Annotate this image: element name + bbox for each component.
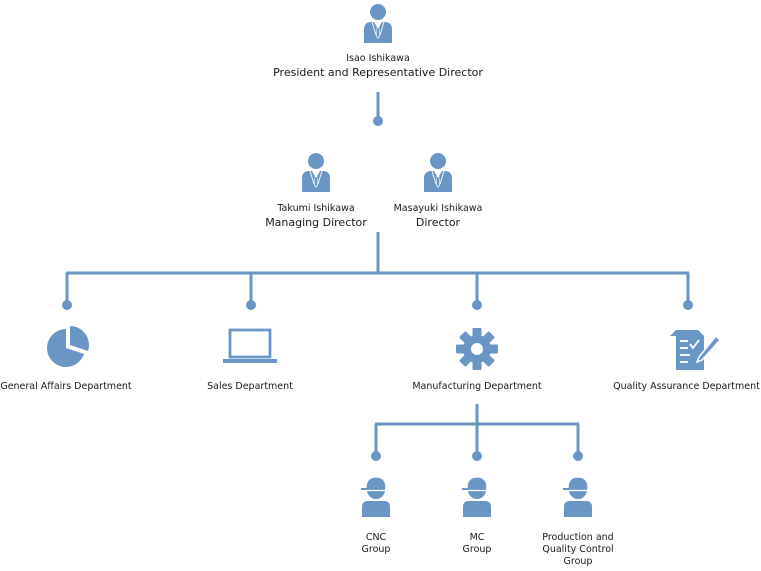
cnc-group-label: CNC Group <box>326 532 426 556</box>
connector-lines <box>65 92 690 455</box>
sales-department-label: Sales Department <box>207 381 293 392</box>
president-name: Isao Ishikawa <box>346 53 410 64</box>
gear-icon <box>456 328 498 370</box>
president-person-icon <box>363 3 393 44</box>
laptop-icon <box>223 328 277 363</box>
director-name: Masayuki Ishikawa <box>393 203 483 214</box>
mc-group-label: MC Group <box>427 532 527 556</box>
connector-dots <box>62 116 693 461</box>
cnc-group-person-icon <box>360 477 391 518</box>
president-title: President and Representative Director <box>273 66 483 79</box>
director-person-icon <box>423 152 453 193</box>
director-title: Director <box>415 216 461 229</box>
pqc-group-person-icon <box>562 477 593 518</box>
mc-group-label-line1: MC <box>469 532 485 543</box>
document-pen-icon <box>670 330 721 370</box>
managing-director-person-icon <box>301 152 331 193</box>
pqc-group-label-line2: Quality Control <box>542 543 614 555</box>
mc-group-person-icon <box>461 477 492 518</box>
pqc-group-label-line1: Production and <box>542 532 614 543</box>
cnc-group-label-line1: CNC <box>365 532 387 543</box>
pie-chart-icon <box>46 326 89 367</box>
cnc-group-label-line2: Group <box>361 543 391 555</box>
general-affairs-department-label: General Affairs Department <box>0 381 132 392</box>
mc-group-label-line2: Group <box>462 543 492 555</box>
pqc-group-label: Production and Quality Control Group <box>518 532 638 568</box>
manufacturing-department-label: Manufacturing Department <box>412 381 542 392</box>
pqc-group-label-line3: Group <box>563 555 593 567</box>
quality-assurance-department-label: Quality Assurance Department <box>613 381 760 392</box>
managing-director-name: Takumi Ishikawa <box>277 203 355 214</box>
managing-director-title: Managing Director <box>265 216 367 229</box>
